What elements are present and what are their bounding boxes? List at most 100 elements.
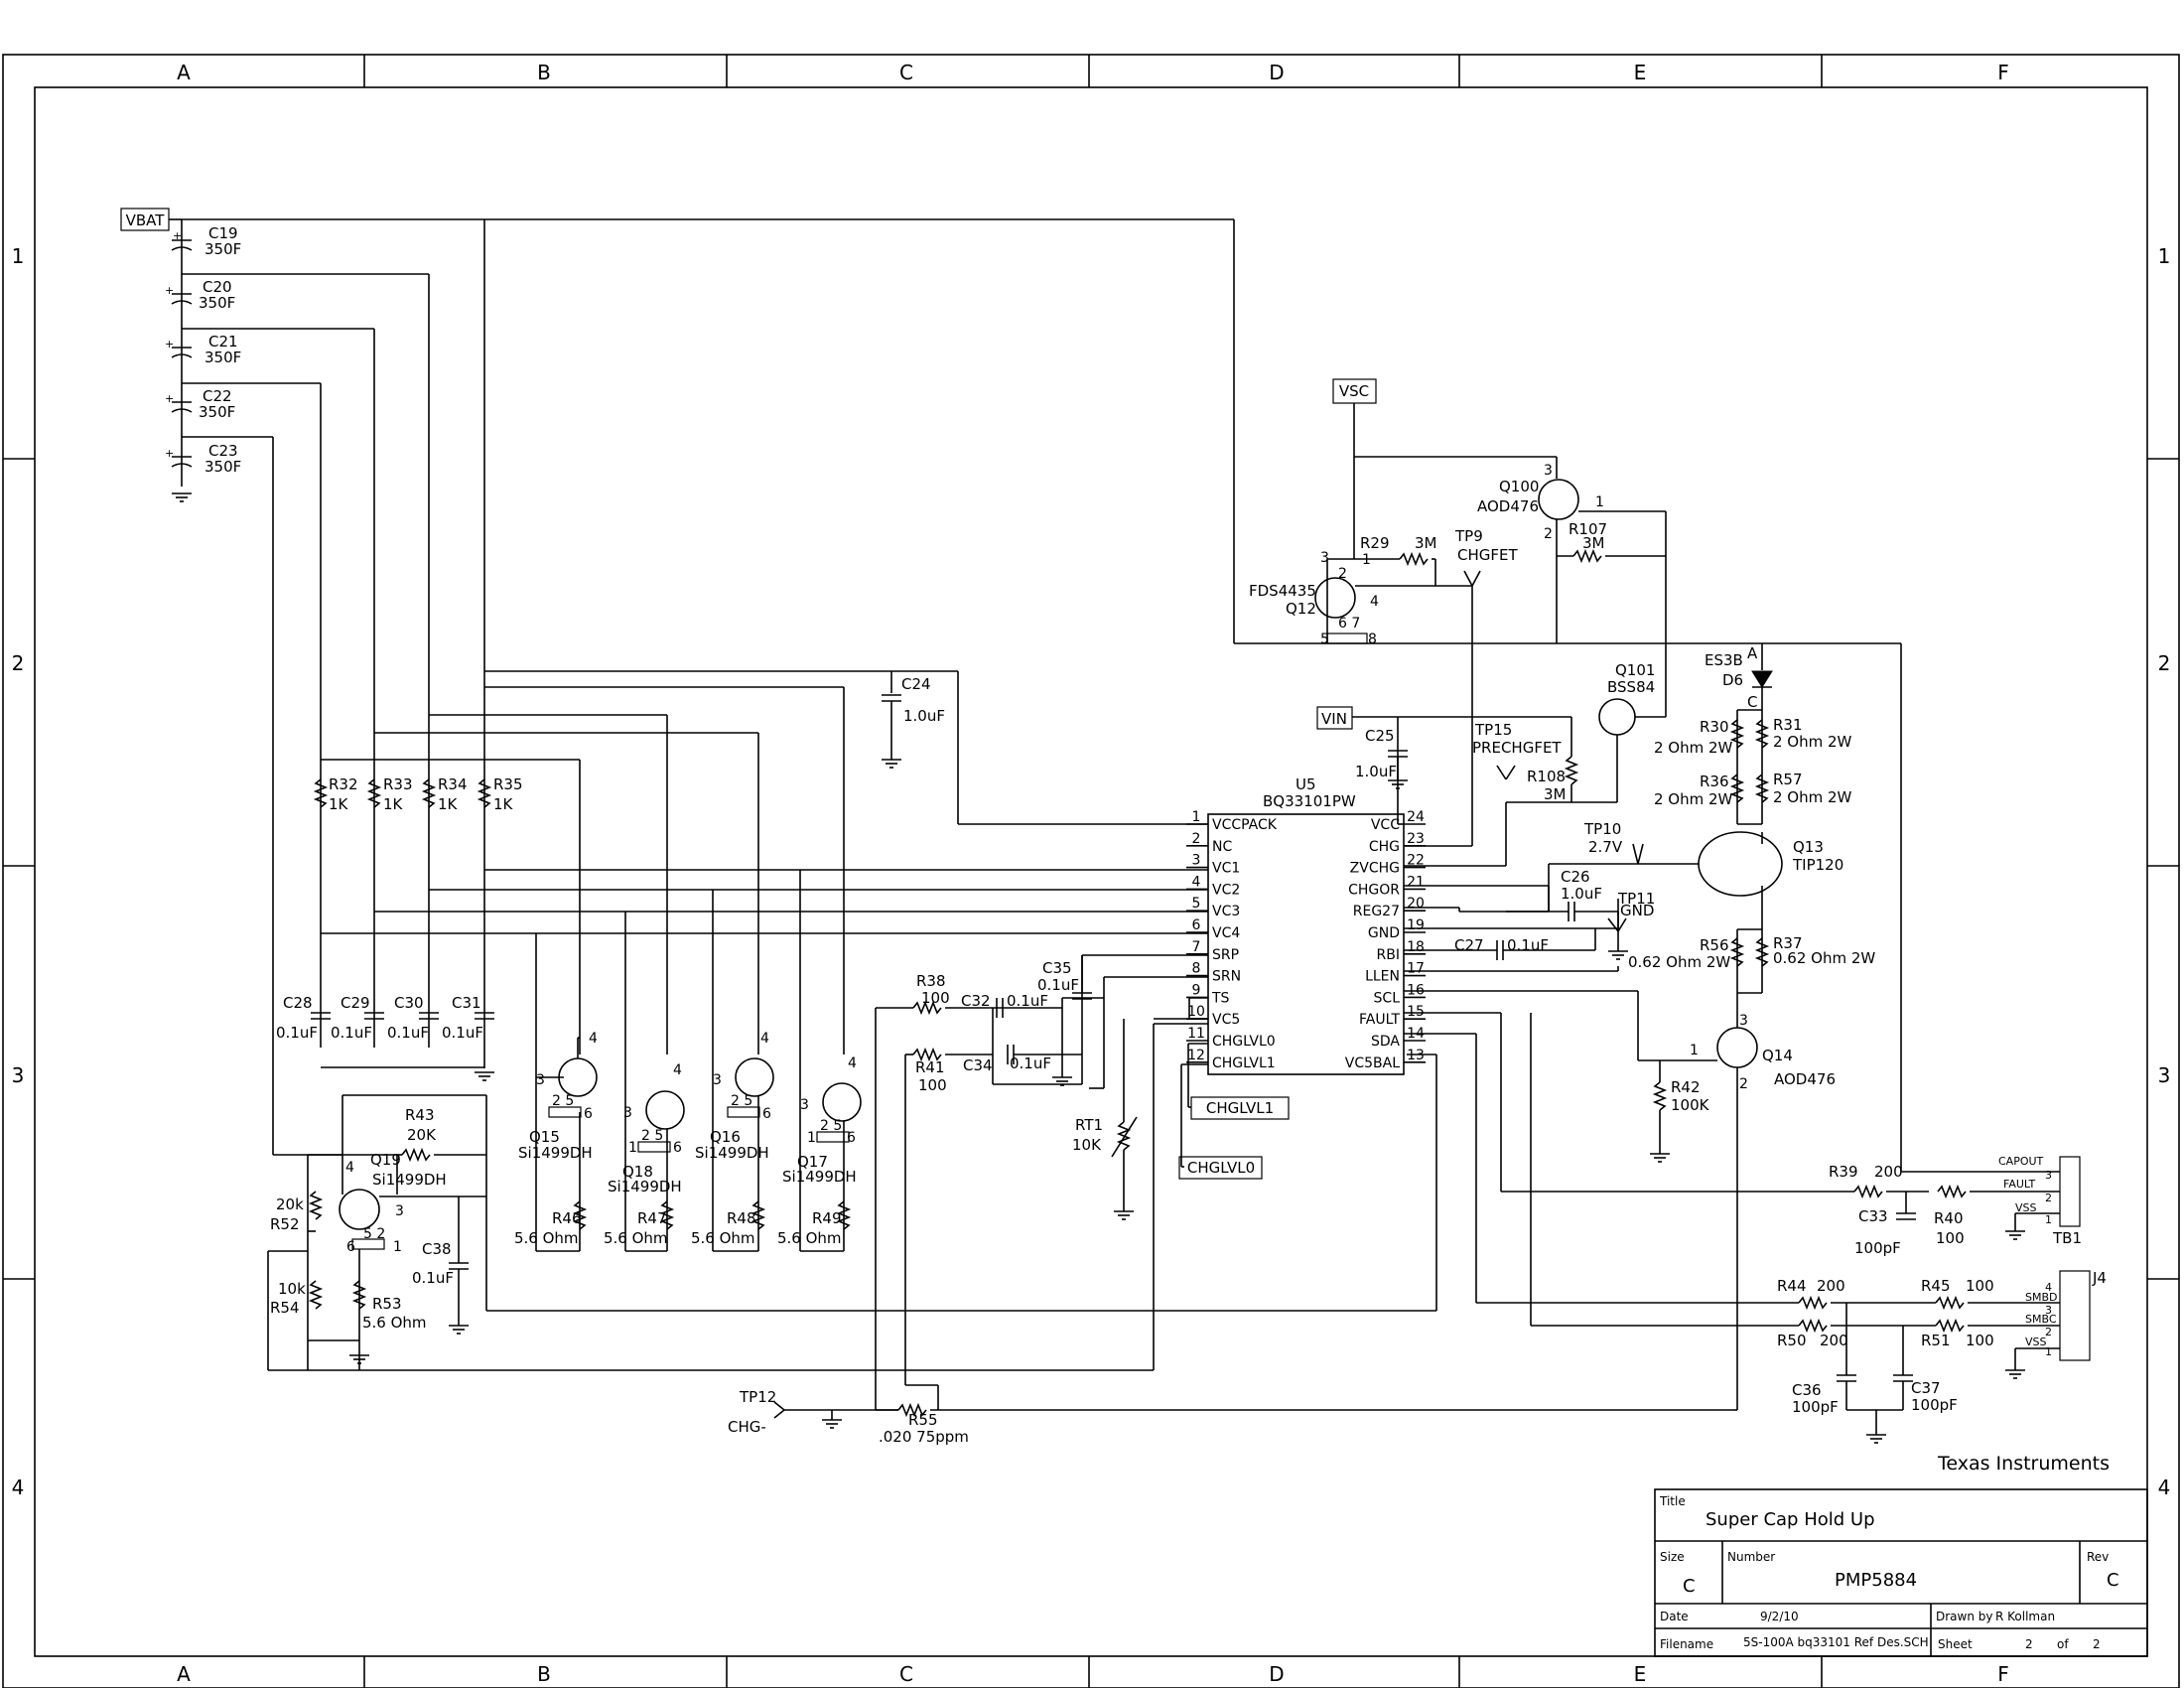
sheet-border: A B C D E F A B C D E F 1 2 3 4 1 2 3 4 <box>2 54 2180 1688</box>
filename-value: 5S-100A bq33101 Ref Des.SCH <box>1743 1635 1929 1649</box>
q17-pin6: 6 <box>847 1130 856 1146</box>
c21-ref: C21 <box>208 333 238 351</box>
r41-ref: R41 <box>915 1058 945 1076</box>
r39-ref: R39 <box>1829 1163 1858 1181</box>
r46-ref: R46 <box>552 1209 582 1227</box>
r34-value: 1K <box>438 795 459 813</box>
cap-c24: C24 1.0uF <box>882 675 945 769</box>
u5-pin-name: NC <box>1212 839 1232 855</box>
q12-pin4: 4 <box>1370 594 1379 610</box>
row-label-3-right: 3 <box>2158 1063 2171 1087</box>
q15-ref: Q15 <box>529 1128 560 1146</box>
sense-network: R38 100 R41 100 C32 0.1uF C34 0.1uF C35 … <box>728 954 1734 1446</box>
r50-value: 200 <box>1820 1332 1848 1349</box>
q16-part: Si1499DH <box>695 1144 769 1162</box>
col-label-d: D <box>1269 61 1284 84</box>
j4-pin-smbc: SMBC <box>2025 1313 2057 1326</box>
filter-caps: C28 0.1uF C29 0.1uF C30 0.1uF C31 0.1uF <box>276 994 494 1081</box>
sheet-number: 2 <box>2025 1637 2033 1651</box>
c19-value: 350F <box>205 240 241 258</box>
vin-net: VIN <box>1321 710 1347 728</box>
c32-ref: C32 <box>961 992 991 1010</box>
u5-pin-name: REG27 <box>1353 904 1400 919</box>
r44-ref: R44 <box>1777 1277 1807 1295</box>
vbat-label: VBAT <box>126 211 166 229</box>
row-label-1-right: 1 <box>2158 244 2171 268</box>
tb1-pin-fault-num: 2 <box>2045 1192 2052 1204</box>
r107-value: 3M <box>1582 534 1605 552</box>
r55-ref: R55 <box>908 1411 938 1429</box>
tb1-ref: TB1 <box>2052 1229 2082 1247</box>
c36-value: 100pF <box>1792 1398 1839 1416</box>
q12-pins67: 6 7 <box>1338 616 1360 632</box>
tp12-ref: TP12 <box>739 1388 776 1406</box>
r45-value: 100 <box>1966 1277 1994 1295</box>
col-label-e-bottom: E <box>1634 1662 1647 1686</box>
u5-right-pins: 24VCC23CHG22ZVCHG21CHGOR20REG2719GND18RB… <box>1345 809 1426 1071</box>
q101-part: BSS84 <box>1607 678 1655 696</box>
j4-pin-vss: VSS <box>2025 1336 2047 1348</box>
c22-value: 350F <box>199 403 235 421</box>
u5-pin-number: 7 <box>1192 939 1201 955</box>
q12-pin8: 8 <box>1368 632 1377 647</box>
r57-ref: R57 <box>1773 771 1803 788</box>
cap-c22: + <box>165 392 193 413</box>
r40-value: 100 <box>1936 1229 1965 1247</box>
j4-ref: J4 <box>2092 1269 2107 1287</box>
u5-pin-name: SDA <box>1371 1034 1400 1050</box>
u5-pin-number: 22 <box>1407 853 1425 869</box>
u5-pin-number: 6 <box>1192 917 1201 933</box>
linear-charger: ES3B D6 A C R30 2 Ohm 2W R31 2 Ohm 2W R3… <box>1404 643 1875 1028</box>
q15-pin6: 6 <box>584 1106 593 1122</box>
u5-part: BQ33101PW <box>1263 792 1356 810</box>
r40-ref: R40 <box>1934 1209 1964 1227</box>
filename-caption: Filename <box>1660 1637 1713 1651</box>
q12-pin5: 5 <box>1320 632 1329 647</box>
r56-value: 0.62 Ohm 2W <box>1628 953 1730 971</box>
c27-ref: C27 <box>1454 936 1484 954</box>
vsc-net: VSC <box>1339 382 1369 400</box>
r34-ref: R34 <box>438 775 468 793</box>
r48-ref: R48 <box>727 1209 756 1227</box>
precharge-circuit: VIN C25 1.0uF Q101 BSS84 TP15 PRECHGFET … <box>1316 661 1666 867</box>
q16-ref: Q16 <box>710 1128 741 1146</box>
col-label-a-bottom: A <box>177 1662 191 1686</box>
j4-pin-vss-num: 2 <box>2045 1326 2052 1338</box>
company-name: Texas Instruments <box>1937 1453 2110 1475</box>
r49-value: 5.6 Ohm <box>777 1229 842 1247</box>
c35-value: 0.1uF <box>1037 976 1079 994</box>
row-label-2-right: 2 <box>2158 651 2171 675</box>
c38-ref: C38 <box>422 1240 452 1258</box>
u5-pin-name: CHGLVL1 <box>1212 1055 1276 1071</box>
c31-ref: C31 <box>452 994 481 1012</box>
r36-ref: R36 <box>1700 773 1729 790</box>
q18-pin1: 1 <box>628 1140 637 1156</box>
col-label-f-bottom: F <box>1997 1662 2009 1686</box>
u5-pin-number: 3 <box>1192 853 1201 869</box>
supercap-stack: VBAT + + + + + <box>120 208 241 502</box>
rev-caption: Rev <box>2087 1550 2109 1564</box>
u5-pin-number: 1 <box>1192 809 1201 825</box>
r29-pin1: 1 <box>1362 552 1371 568</box>
q18-pin3: 3 <box>623 1105 632 1121</box>
r46-value: 5.6 Ohm <box>514 1229 579 1247</box>
q15-part: Si1499DH <box>518 1144 593 1162</box>
q100-pin2: 2 <box>1544 526 1553 542</box>
c29-value: 0.1uF <box>331 1024 372 1042</box>
u5-pin-name: FAULT <box>1359 1012 1400 1028</box>
tp15-label: PRECHGFET <box>1472 739 1562 757</box>
r31-value: 2 Ohm 2W <box>1773 733 1852 751</box>
u5-pin-name: GND <box>1368 925 1400 941</box>
title-block: Texas Instruments Title Super Cap Hold U… <box>1654 1453 2148 1657</box>
c32-value: 0.1uF <box>1007 992 1048 1010</box>
u5-pin-name: VCC <box>1371 817 1400 833</box>
row-label-2: 2 <box>12 651 25 675</box>
u5-pin-number: 19 <box>1407 917 1425 933</box>
c38-value: 0.1uF <box>412 1269 454 1287</box>
tb1-pin-capout-num: 3 <box>2045 1169 2052 1182</box>
r41-value: 100 <box>918 1076 947 1094</box>
r50-ref: R50 <box>1777 1332 1807 1349</box>
